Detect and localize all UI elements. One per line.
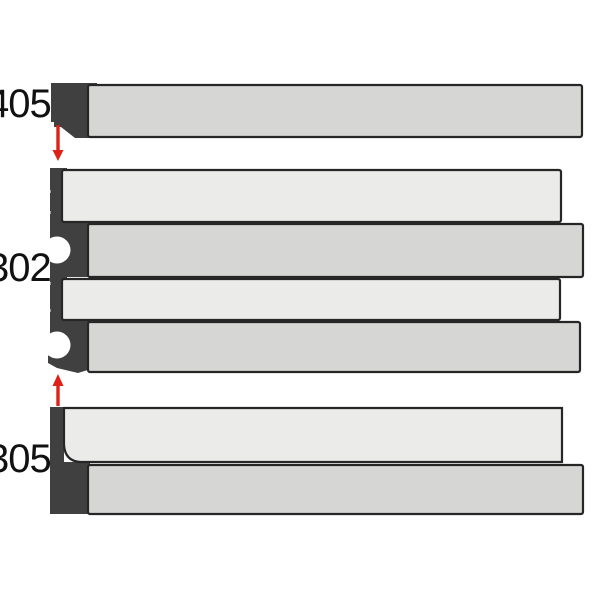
insert-arrow-up-head (52, 374, 64, 386)
seal-strip-302 (48, 168, 91, 373)
panel-305-row2 (86, 463, 585, 516)
panel-305-row1 (62, 406, 564, 464)
seal-block-405 (51, 83, 97, 138)
insert-arrow-down-head (52, 150, 64, 161)
label-405: 405 (0, 82, 51, 126)
seal-edge-nick (46, 282, 51, 285)
seal-notch-cutout-upper (43, 236, 71, 264)
seal-edge-nick (46, 309, 51, 312)
label-302: 302 (0, 246, 51, 290)
seal-edge-nick (46, 190, 51, 193)
seal-notch-cutout-lower (43, 331, 71, 359)
seal-block-305 (50, 407, 90, 514)
label-305: 305 (0, 437, 51, 481)
seal-edge-nick (46, 211, 51, 214)
panel-405 (86, 83, 584, 139)
panel-302-row4 (86, 320, 582, 374)
panel-302-row1 (60, 168, 563, 224)
panel-302-row3 (60, 277, 562, 322)
panel-302-row2 (86, 222, 585, 279)
